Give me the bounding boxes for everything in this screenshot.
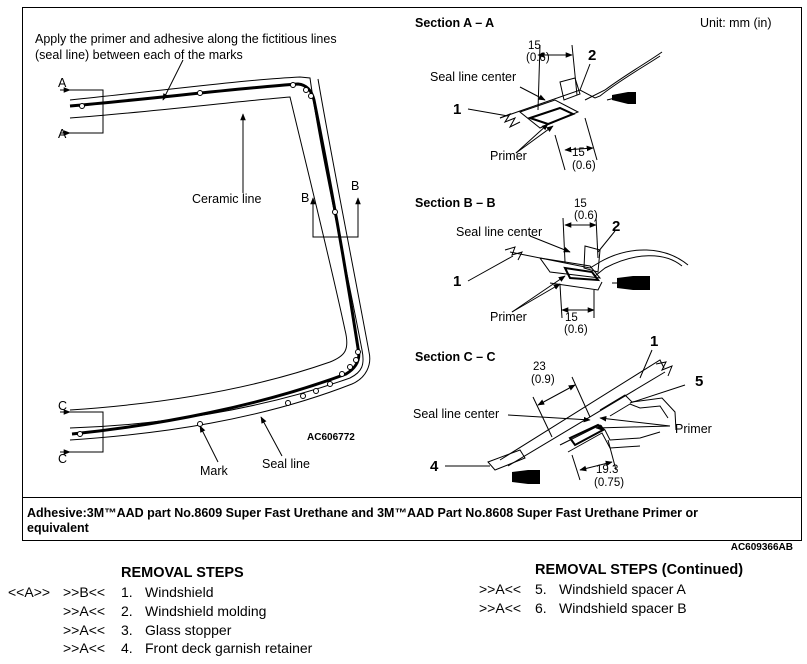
section-b-gun: [617, 276, 650, 290]
step-4-mark: >>A<<: [63, 640, 106, 656]
section-c-dim-top-in: (0.9): [531, 374, 555, 386]
section-c-callout-5: 5: [695, 373, 704, 390]
removal-step-5[interactable]: >>A<< 5. Windshield spacer A: [479, 581, 686, 597]
instruction-line-2: (seal line) between each of the marks: [35, 48, 243, 62]
section-a-dim-top-in: (0.6): [526, 52, 550, 64]
section-a-seal-line-center: Seal line center: [430, 70, 517, 84]
adhesive-note: Adhesive:3M™AAD part No.8609 Super Fast …: [27, 506, 787, 536]
seal-marks: [77, 82, 361, 437]
cut-c-top-label: C: [58, 399, 68, 413]
adhesive-note-line-2: equivalent: [27, 521, 89, 535]
step-3-number: 3.: [121, 622, 133, 638]
step-6-mark: >>A<<: [479, 600, 522, 616]
instruction-line-1: Apply the primer and adhesive along the …: [35, 32, 337, 46]
removal-step-2[interactable]: >>A<< 2. Windshield molding: [63, 603, 266, 619]
mark-label: Mark: [200, 464, 228, 478]
step-3-label: Glass stopper: [145, 622, 232, 638]
section-c-drawing: [445, 349, 686, 481]
section-a-primer: Primer: [490, 149, 527, 163]
seal-line: [69, 82, 361, 436]
section-a-title: Section A – A: [415, 16, 495, 30]
step-3-mark: >>A<<: [63, 622, 106, 638]
section-a-callout-2: 2: [588, 47, 597, 64]
removal-step-1[interactable]: <<A>> >>B<< 1. Windshield: [8, 584, 213, 600]
removal-step-3[interactable]: >>A<< 3. Glass stopper: [63, 622, 231, 638]
removal-steps-continued-title: REMOVAL STEPS (Continued): [535, 562, 744, 578]
removal-step-4[interactable]: >>A<< 4. Front deck garnish retainer: [63, 640, 312, 656]
section-a-callout-1: 1: [453, 101, 462, 118]
step-1-number: 1.: [121, 584, 133, 600]
section-a-dim-top: 15: [528, 40, 541, 52]
step-4-label: Front deck garnish retainer: [145, 640, 313, 656]
section-c-callout-4: 4: [430, 458, 439, 475]
seal-line-label: Seal line: [262, 457, 310, 471]
section-b-dim-top: 15: [574, 198, 587, 210]
adhesive-note-line-1: Adhesive:3M™AAD part No.8609 Super Fast …: [27, 506, 699, 520]
section-b-callout-1: 1: [453, 273, 462, 290]
cut-a-bottom-label: A: [58, 127, 67, 141]
step-1-pre-mark: <<A>>: [8, 584, 51, 600]
step-5-label: Windshield spacer A: [559, 581, 686, 597]
cut-b-right-label: B: [351, 179, 360, 193]
figure-box: [22, 7, 802, 541]
adhesive-divider: [22, 497, 802, 498]
section-a-dim-bottom: 15: [572, 147, 585, 159]
section-c-dim-bottom-in: (0.75): [594, 477, 625, 489]
drawing-code-left: AC606772: [307, 432, 355, 443]
section-b-callout-2: 2: [612, 218, 621, 235]
section-b-title: Section B – B: [415, 196, 496, 210]
step-6-number: 6.: [535, 600, 547, 616]
ceramic-line-label: Ceramic line: [192, 192, 262, 206]
removal-step-6[interactable]: >>A<< 6. Windshield spacer B: [479, 600, 687, 616]
cut-c-bottom-label: C: [58, 452, 68, 466]
figure-code: AC609366AB: [730, 542, 793, 553]
cut-b-left-label: B: [301, 191, 310, 205]
unit-label: Unit: mm (in): [700, 16, 772, 30]
windshield-outline: [69, 76, 371, 441]
section-b-dim-top-in: (0.6): [574, 210, 598, 222]
left-leaders: [162, 59, 283, 463]
section-b-seal-line-center: Seal line center: [456, 225, 543, 239]
step-2-mark: >>A<<: [63, 603, 106, 619]
section-c-title: Section C – C: [415, 350, 496, 364]
section-c-gun: [512, 470, 540, 484]
step-1-label: Windshield: [145, 584, 214, 600]
section-a-gun: [612, 92, 636, 104]
step-2-number: 2.: [121, 603, 133, 619]
step-5-mark: >>A<<: [479, 581, 522, 597]
cut-lines: [60, 87, 361, 455]
step-6-label: Windshield spacer B: [559, 600, 687, 616]
section-c-callout-1: 1: [650, 333, 659, 350]
section-c-primer: Primer: [675, 422, 712, 436]
section-b-drawing: [467, 217, 689, 319]
step-4-number: 4.: [121, 640, 133, 656]
section-c-seal-line-center: Seal line center: [413, 407, 500, 421]
section-b-dim-bottom: 15: [565, 312, 578, 324]
section-c-dim-bottom: 19.3: [596, 464, 619, 476]
step-5-number: 5.: [535, 581, 547, 597]
section-b-primer: Primer: [490, 310, 527, 324]
removal-steps-title: REMOVAL STEPS: [121, 565, 244, 581]
section-a-dim-bottom-in: (0.6): [572, 160, 596, 172]
section-c-dim-top: 23: [533, 361, 546, 373]
step-2-label: Windshield molding: [145, 603, 267, 619]
step-1-mark: >>B<<: [63, 584, 106, 600]
cut-a-top-label: A: [58, 76, 67, 90]
section-b-dim-bottom-in: (0.6): [564, 324, 588, 336]
